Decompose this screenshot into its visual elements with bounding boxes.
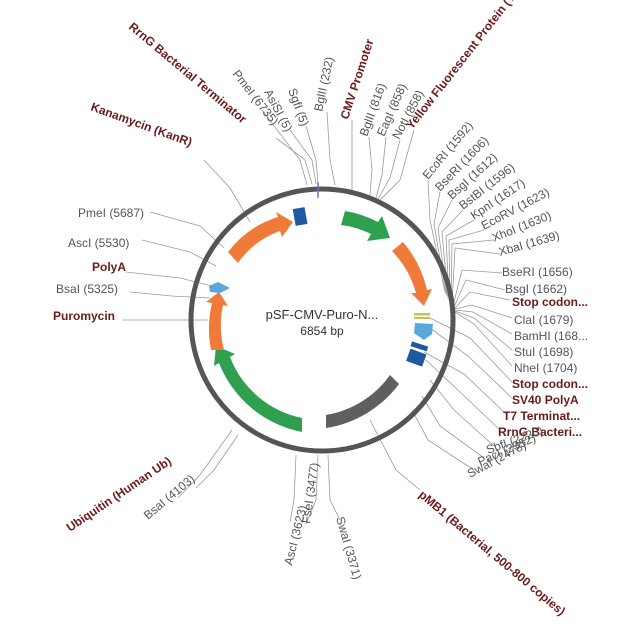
label-stop-codon-2: Stop codon... (512, 377, 588, 391)
leader-t7 (423, 351, 507, 415)
label-ubiquitin: Ubiquitin (Human Ub) (64, 454, 174, 535)
leader-rrng-right (425, 359, 501, 431)
leader-xbai (451, 247, 501, 306)
t7-terminator-block (410, 341, 429, 352)
label-swai-3371: SwaI (3371) (333, 515, 364, 581)
leader-bamhi (454, 309, 513, 335)
leader-eagi-858 (375, 136, 387, 199)
leader-sv40 (429, 327, 513, 399)
plasmid-backbone (188, 186, 456, 454)
pmb1-arrow (326, 375, 399, 428)
leader-bglii-232 (326, 111, 336, 186)
leader-stui (454, 310, 513, 351)
features (206, 207, 433, 432)
puromycin-arrow (206, 292, 228, 350)
leader-asci-3623 (289, 454, 297, 523)
leader-yfp (379, 129, 415, 201)
label-bseri-1656: BseRI (1656) (502, 265, 573, 279)
ubiquitin-arrow (214, 346, 302, 432)
plasmid-size: 6854 bp (300, 324, 344, 338)
sv40-arrow (414, 323, 433, 340)
label-bamhi-168: BamHI (168... (514, 329, 588, 343)
label-sv40-polya: SV40 PolyA (512, 393, 579, 407)
leader-bglii-816 (368, 136, 373, 196)
label-t7-terminator: T7 Terminat... (503, 409, 580, 423)
rrng-block-top (292, 207, 308, 226)
cmv-arrow (341, 211, 390, 241)
leader-kanr (203, 159, 251, 223)
label-bsgi-1662: BsgI (1662) (505, 282, 567, 296)
leader-stop-2 (427, 316, 513, 383)
label-bglii-232: BglII (232) (311, 56, 336, 113)
leader-noti-858 (377, 139, 401, 200)
leader-rrng-top (261, 109, 308, 186)
label-polya: PolyA (92, 260, 126, 274)
label-kanamycin: Kanamycin (KanR) (89, 100, 194, 150)
leader-asisi-5 (289, 129, 317, 185)
leader-swai-3371 (327, 454, 341, 521)
leader-bsai-4103 (195, 434, 239, 489)
stop-codon-mark-2 (414, 317, 430, 319)
polya-arrow (209, 282, 230, 293)
leader-clai (454, 304, 513, 319)
leader-paci (421, 395, 485, 459)
leader-bsai-5325 (129, 291, 211, 299)
plasmid-name: pSF-CMV-Puro-N... (266, 307, 379, 322)
leader-xhoi (450, 239, 495, 305)
label-pmb1: pMB1 (Bacterial, 500-800 copies) (416, 488, 568, 619)
leader-nhei (454, 311, 513, 367)
leader-bsgi-1662 (453, 279, 506, 308)
label-stop-codon-1: Stop codon... (512, 295, 588, 309)
label-bsai-5325: BsaI (5325) (56, 282, 118, 296)
label-pmei-5687: PmeI (5687) (78, 206, 144, 220)
label-clai-1679: ClaI (1679) (514, 313, 573, 327)
leader-pmei-6735 (275, 137, 313, 185)
label-stui-1698: StuI (1698) (514, 345, 573, 359)
label-asci-3623: AscI (3623) (281, 504, 309, 567)
stop-codon-mark-1 (414, 313, 430, 316)
label-asci-5530: AscI (5530) (68, 236, 129, 250)
label-rrng-terminator-top: RrnG Bacterial Terminator (126, 20, 250, 127)
leader-stop-1 (454, 291, 511, 309)
yfp-arrow (392, 242, 432, 306)
leader-sbfi (429, 379, 495, 447)
label-nhei-1704: NheI (1704) (514, 361, 577, 375)
label-yfp: Yellow Fluorescent Protein (YFP) (403, 0, 530, 132)
leader-fsei (305, 454, 319, 525)
leader-bseri-1656 (452, 269, 503, 307)
leader-sgfi-5 (305, 125, 319, 185)
rrng-block-right (406, 348, 427, 367)
label-rrng-bacterial-right: RrnG Bacteri... (498, 425, 582, 439)
leader-swai-2478 (411, 409, 475, 471)
kanr-arrow (228, 212, 293, 263)
leader-ubiquitin (177, 429, 233, 499)
leader-polya (125, 271, 213, 287)
label-puromycin: Puromycin (53, 309, 115, 323)
leader-pmei-5687 (149, 211, 225, 249)
